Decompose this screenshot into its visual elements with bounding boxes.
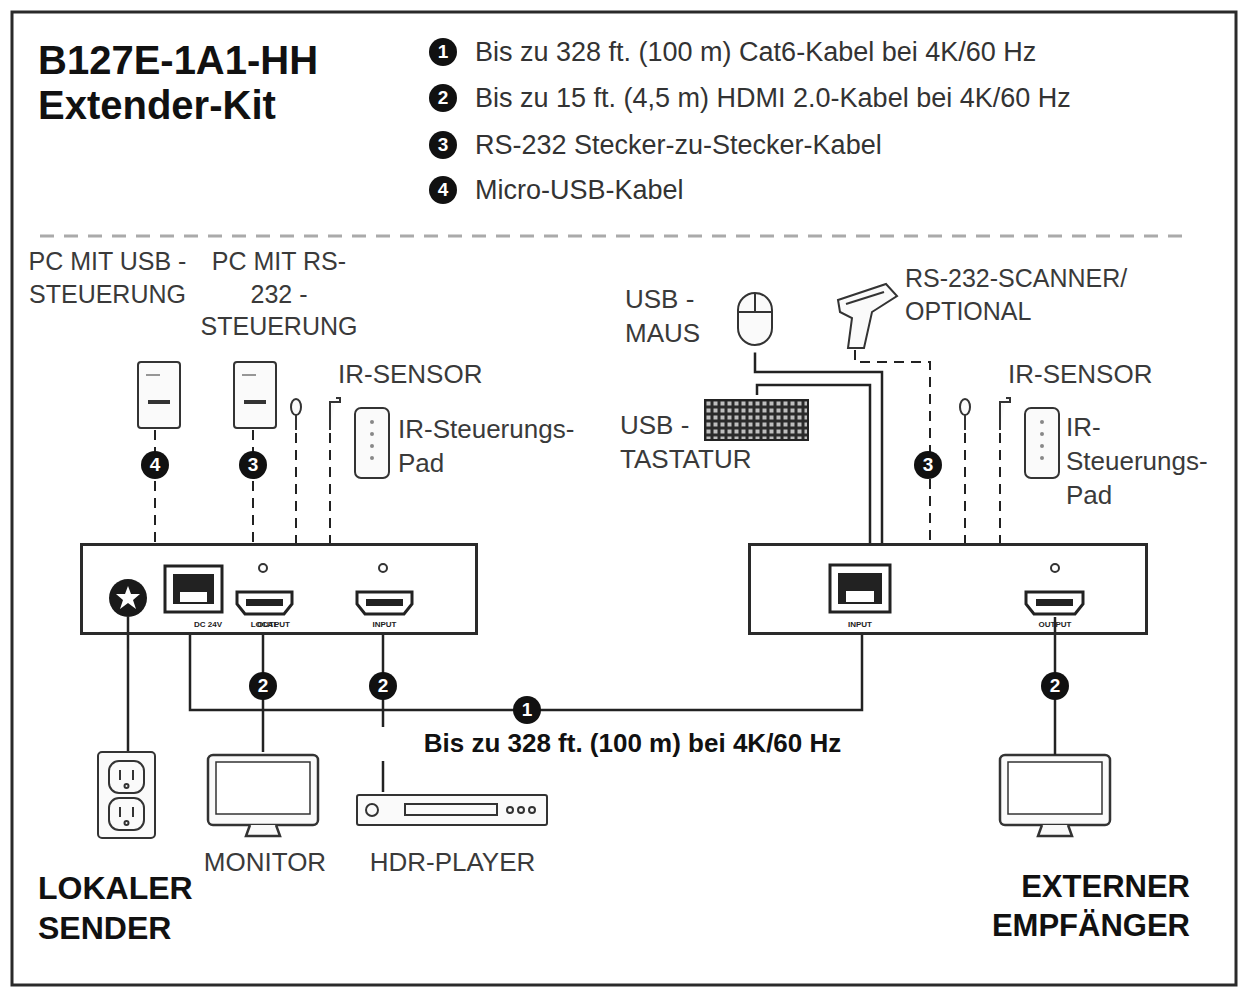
sender-ports	[109, 564, 412, 617]
signal-cable	[757, 385, 870, 543]
pc-icon	[138, 362, 276, 428]
callout-number: 2	[1041, 672, 1069, 700]
power-outlet	[98, 617, 155, 838]
hdr-player-device: HDR-PLAYER	[350, 792, 557, 882]
usb-mouse-device: USB -MAUS	[620, 283, 780, 353]
ir-pad-device: IR-Steuerungs- Pad	[352, 405, 602, 483]
callout-number: 4	[141, 451, 169, 479]
sender-box: DC 24VOUTPUTLOCALINPUT	[80, 543, 478, 635]
ir-sensor-device: IR-SENSOR	[285, 358, 484, 433]
diagram-title: B127E-1A1-HH Extender-Kit	[38, 38, 358, 128]
node-text: LOCAL	[237, 621, 292, 629]
signal-cable	[755, 353, 882, 543]
frame	[12, 12, 1236, 985]
control-cable	[999, 433, 1001, 543]
node-text: IR-SENSOR	[338, 358, 478, 392]
hdr-player-icon	[357, 795, 547, 825]
label-text: LOKALER SENDER	[38, 868, 238, 948]
node-text: PC MIT RS-232 -STEUERUNG	[196, 245, 362, 343]
node-text: RS-232-SCANNER/ OPTIONAL	[905, 262, 1185, 327]
pc-usb-device: PC MIT USB -STEUERUNG	[20, 245, 197, 430]
control-cable	[295, 433, 297, 543]
usb-keyboard-icon	[705, 400, 808, 440]
receiver-ports	[830, 564, 1083, 614]
edge-label: Bis zu 328 ft. (100 m) bei 4K/60 Hz	[380, 727, 885, 761]
control-cable	[154, 430, 156, 543]
callout-number: 4	[429, 176, 457, 204]
usb-mouse-icon	[738, 293, 772, 345]
monitor-device: MONITOR	[195, 752, 337, 882]
callout-number: 3	[239, 451, 267, 479]
node-text: MONITOR	[195, 846, 335, 880]
node-text: USB -TASTATUR	[620, 409, 770, 477]
node-text: INPUT	[830, 621, 890, 629]
scanner-icon	[838, 284, 897, 348]
callout-number: 2	[429, 84, 457, 112]
callout-number: 2	[369, 672, 397, 700]
callout-number: 3	[429, 131, 457, 159]
signal-cable	[382, 635, 385, 792]
pc-rs232-device: PC MIT RS-232 -STEUERUNG	[196, 245, 364, 430]
label-text: Bis zu 15 ft. (4,5 m) HDMI 2.0-Kabel bei…	[475, 81, 1071, 116]
node-text: IR- Steuerungs- Pad	[1066, 411, 1226, 512]
callout-number: 1	[513, 696, 541, 724]
node-text: OUTPUT	[1025, 621, 1085, 629]
scanner-device: RS-232-SCANNER/ OPTIONAL	[830, 262, 1190, 350]
callout-number: 1	[429, 38, 457, 66]
label-text: Micro-USB-Kabel	[475, 173, 684, 208]
node-text: HDR-PLAYER	[350, 846, 555, 880]
control-cable	[329, 433, 331, 543]
node-text: IR-Steuerungs- Pad	[398, 413, 598, 481]
callout-number: 2	[249, 672, 277, 700]
node-text: INPUT	[357, 621, 412, 629]
ir-pad-device: IR- Steuerungs- Pad	[1022, 405, 1230, 517]
monitor-icon	[208, 755, 1110, 836]
node-text: IR-SENSOR	[1008, 358, 1148, 392]
label-text: EXTERNER EMPFÄNGER	[960, 868, 1190, 946]
callout-number: 3	[914, 451, 942, 479]
node-text: DC 24V	[184, 621, 232, 629]
label-text: RS-232 Stecker-zu-Stecker-Kabel	[475, 128, 882, 163]
receiver-box: INPUT OUTPUT	[748, 543, 1148, 635]
control-cable	[252, 430, 254, 543]
node-text: PC MIT USB -STEUERUNG	[20, 245, 195, 310]
control-cable	[855, 350, 930, 543]
node-text: USB -MAUS	[625, 283, 733, 351]
separator	[40, 235, 1192, 238]
label-text: Bis zu 328 ft. (100 m) Cat6-Kabel bei 4K…	[475, 35, 1036, 70]
control-cable	[964, 433, 966, 543]
ir-sensor-device: IR-SENSOR	[955, 358, 1154, 433]
usb-keyboard-device: USB -TASTATUR	[615, 395, 815, 485]
